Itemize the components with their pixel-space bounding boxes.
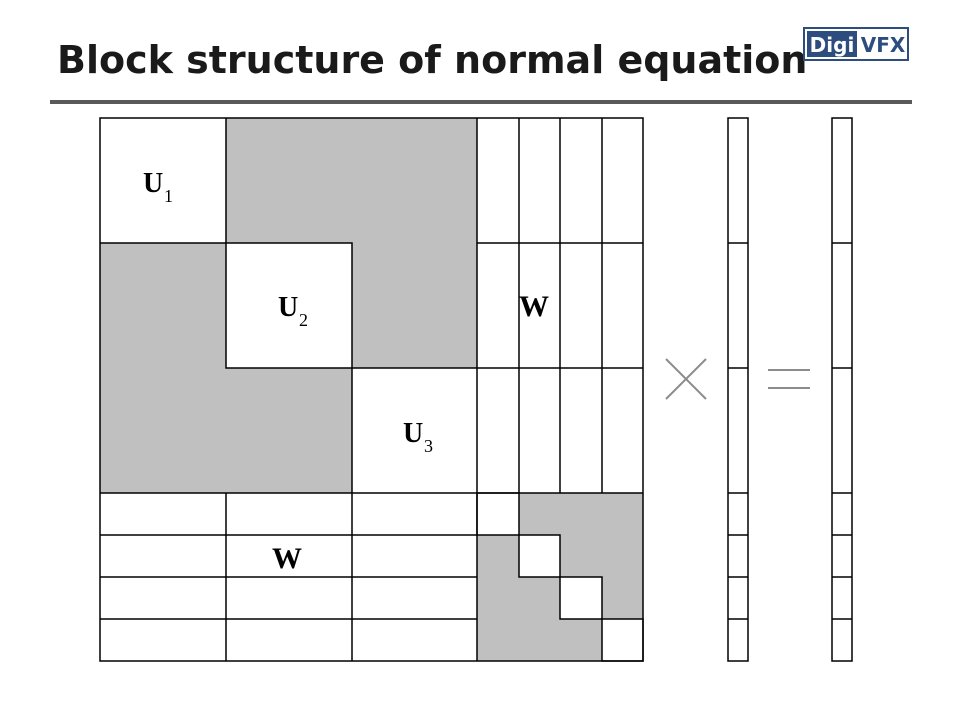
- svg-text:U: U: [278, 292, 298, 323]
- svg-text:2: 2: [299, 310, 308, 330]
- block-u1-label: U 1: [143, 168, 173, 206]
- times-symbol: [665, 358, 707, 400]
- svg-text:U: U: [403, 418, 423, 449]
- block-w-upper-label: W: [519, 290, 549, 323]
- shaded-point-region: [477, 493, 643, 661]
- title-underline: [50, 100, 912, 104]
- parameter-vector: [727, 117, 749, 662]
- svg-text:1: 1: [164, 186, 173, 206]
- equals-symbol: [768, 369, 810, 389]
- logo-text-digi: Digi: [810, 33, 855, 57]
- logo-text-vfx: VFX: [861, 33, 906, 57]
- block-u3-label: U 3: [403, 418, 433, 456]
- svg-text:U: U: [143, 168, 163, 199]
- rhs-vector: [831, 117, 853, 662]
- digivfx-logo: Digi VFX: [803, 27, 909, 61]
- block-u2-label: U 2: [278, 292, 308, 330]
- page-title: Block structure of normal equation: [57, 38, 808, 82]
- matrix-grid: [99, 117, 644, 662]
- svg-text:3: 3: [424, 436, 433, 456]
- block-w-lower-label: W: [272, 542, 302, 575]
